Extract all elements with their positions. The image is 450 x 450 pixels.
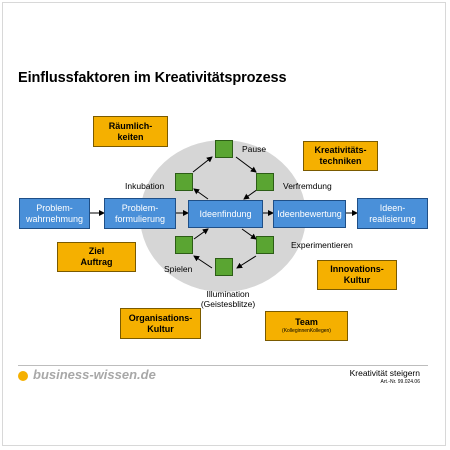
label-spielen: Spielen — [164, 264, 193, 274]
cycle-node-pause — [215, 140, 233, 158]
process-ideenrealisierung: Ideen- realisierung — [357, 198, 428, 229]
brand-logo: business-wissen.de — [33, 367, 156, 382]
factor-kreativitaetstechniken: Kreativitäts- techniken — [303, 141, 378, 171]
label-verfremdung: Verfremdung — [283, 181, 332, 191]
factor-team: Team (KolleginnenKollegen) — [265, 311, 348, 341]
factor-organisationskultur: Organisations- Kultur — [120, 308, 201, 339]
label-pause: Pause — [242, 144, 267, 154]
arrow-experimentieren-to-illumination — [236, 255, 257, 269]
process-problemwahrnehmung: Problem- wahrnehmung — [19, 198, 90, 229]
arrow-pause-to-verfremdung — [235, 156, 257, 173]
label-experimentieren: Experimentieren — [291, 240, 353, 250]
footer-caption: Kreativität steigern — [349, 368, 420, 378]
arrow-spielen-to-ideenfindung — [193, 228, 209, 240]
footer-separator — [18, 365, 428, 366]
factor-ziel-auftrag: Ziel Auftrag — [57, 242, 136, 272]
cycle-node-verfremdung — [256, 173, 274, 191]
cycle-node-illumination — [215, 258, 233, 276]
arrow-ideenfindung-to-experimentieren — [241, 228, 257, 240]
figure-frame — [2, 2, 446, 446]
factor-innovationskultur: Innovations- Kultur — [317, 260, 397, 290]
cycle-node-inkubation — [175, 173, 193, 191]
arrow-inkubation-to-pause — [192, 156, 213, 173]
process-ideenbewertung: Ideenbewertung — [273, 200, 346, 228]
arrow-ideenfindung-to-inkubation — [193, 188, 209, 200]
factor-team-subtitle: (KolleginnenKollegen) — [282, 328, 331, 334]
label-illumination: Illumination (Geistesblitze) — [200, 289, 256, 309]
arrow-illumination-to-spielen — [193, 255, 213, 269]
arrow-verfremdung-to-ideenfindung — [243, 188, 259, 200]
process-ideenfindung: Ideenfindung — [188, 200, 263, 228]
diagram-title: Einflussfaktoren im Kreativitätsprozess — [18, 70, 287, 86]
cycle-node-spielen — [175, 236, 193, 254]
factor-team-title: Team — [295, 317, 318, 327]
label-inkubation: Inkubation — [125, 181, 165, 191]
footer-article-number: Art.-Nr. 99.024.06 — [380, 379, 420, 385]
process-problemformulierung: Problem- formulierung — [104, 198, 176, 229]
cycle-node-experimentieren — [256, 236, 274, 254]
brand-dot-icon — [18, 371, 28, 381]
factor-raeumlichkeiten: Räumlich- keiten — [93, 116, 168, 147]
